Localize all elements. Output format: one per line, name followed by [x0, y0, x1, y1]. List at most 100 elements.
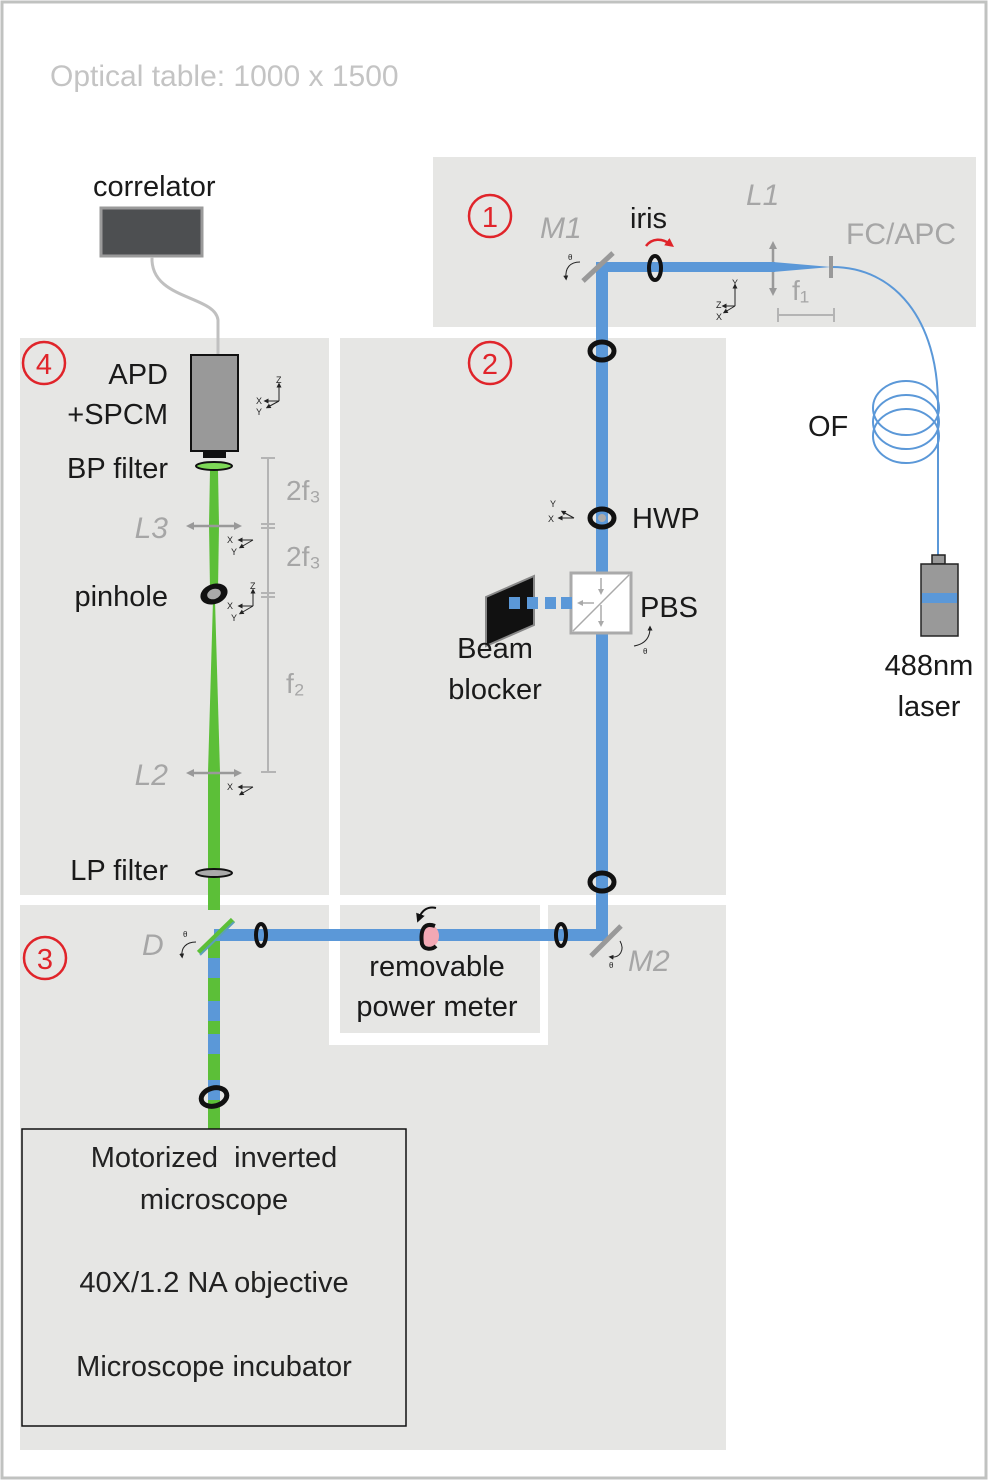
svg-text:θ: θ: [568, 253, 573, 262]
svg-text:θ: θ: [183, 930, 188, 939]
section-marker-1: 1: [467, 193, 513, 239]
beam-blocker-label-2: blocker: [448, 674, 542, 706]
dichroic-rotation-icon: θ: [179, 930, 197, 959]
microscope-line-1: Motorized inverted: [91, 1142, 338, 1174]
l2-label: L2: [135, 759, 169, 792]
m1-rotation-icon: θ: [563, 253, 581, 281]
axes-icon-l2: X: [227, 782, 254, 796]
power-meter-rotation-arrow: [416, 906, 437, 923]
m1-label: M1: [540, 212, 582, 245]
iris-near-m2: [554, 922, 568, 948]
lp-filter-label: LP filter: [70, 855, 168, 887]
microscope-box: [21, 1128, 407, 1427]
axes-icon-hwp: Y X: [548, 499, 575, 524]
beam-blocker-label-1: Beam: [457, 633, 533, 665]
dichroic-label: D: [142, 929, 164, 962]
m1-mirror: [581, 251, 615, 283]
microscope-objective: 40X/1.2 NA objective: [79, 1267, 348, 1299]
svg-text:2: 2: [482, 349, 498, 381]
svg-text:X: X: [256, 396, 262, 406]
power-meter-icon: [419, 923, 439, 951]
emission-beam-focus-l3: [209, 470, 219, 590]
laser-icon: [920, 554, 959, 637]
m2-mirror: [589, 924, 623, 958]
iris-near-dichroic: [254, 922, 268, 948]
dimension-ruler: [261, 457, 276, 773]
f1-label: f₁: [792, 275, 809, 306]
svg-text:1: 1: [482, 202, 498, 234]
svg-text:Y: Y: [550, 499, 556, 509]
microscope-line-2: microscope: [140, 1184, 288, 1216]
pbs-label: PBS: [640, 592, 698, 624]
emission-beam-d-to-lp: [208, 880, 220, 910]
fc-apc-label: FC/APC: [846, 218, 956, 251]
iris-rotation-arrow: [645, 238, 675, 247]
svg-text:θ: θ: [643, 647, 648, 656]
bp-filter-label: BP filter: [67, 453, 168, 485]
iris-icon: [647, 254, 663, 282]
svg-text:Y: Y: [231, 547, 237, 557]
section-marker-3: 3: [22, 935, 68, 981]
dim-f2: f₂: [286, 668, 305, 699]
section-marker-4: 4: [21, 340, 67, 386]
svg-text:Z: Z: [716, 300, 722, 310]
axes-icon-l1: Y Z X: [716, 278, 738, 322]
hwp-label: HWP: [632, 503, 700, 535]
apd-window: [203, 451, 226, 458]
l3-label: L3: [135, 512, 169, 545]
hwp-icon: [587, 506, 617, 530]
axes-icon-pinhole: Z X Y: [227, 581, 256, 623]
svg-text:X: X: [548, 514, 554, 524]
pbs-cube: [569, 571, 633, 635]
laser-label-1: 488nm: [885, 650, 974, 682]
apd-detector: [190, 354, 239, 452]
combined-beam: [208, 941, 220, 1129]
table-title: Optical table: 1000 x 1500: [50, 60, 399, 93]
hwp-center: [598, 514, 606, 522]
svg-text:Z: Z: [276, 375, 282, 385]
pinhole-icon: [200, 583, 228, 605]
svg-text:X: X: [716, 312, 722, 322]
bp-filter: [195, 461, 233, 471]
svg-text:Y: Y: [256, 407, 262, 417]
correlator-cable: [150, 256, 220, 355]
rejected-beam: [509, 597, 572, 609]
section-1-panel: [433, 157, 976, 327]
dim-2f3-upper: 2f₃: [286, 475, 321, 506]
axes-icon-apd: Z X Y: [256, 375, 282, 417]
lp-filter: [195, 868, 233, 878]
m2-rotation-icon: θ: [608, 940, 623, 970]
axes-icon-l3: X Y: [227, 535, 254, 557]
f1-dimension: [777, 308, 835, 322]
pinhole-label: pinhole: [74, 581, 168, 613]
svg-text:Y: Y: [231, 613, 237, 623]
dichroic-mirror: [196, 917, 236, 956]
svg-text:θ: θ: [609, 961, 614, 970]
section-marker-2: 2: [467, 340, 513, 386]
iris-section2-bottom: [587, 870, 617, 894]
dim-2f3-lower: 2f₃: [286, 541, 321, 572]
svg-text:Z: Z: [250, 581, 256, 591]
pbs-rotation-icon: θ: [633, 625, 653, 656]
svg-text:X: X: [227, 601, 233, 611]
beam-blocker: [485, 574, 535, 648]
correlator-label: correlator: [93, 171, 216, 203]
svg-text:X: X: [227, 535, 233, 545]
emission-beam-l2-pinhole: [208, 600, 220, 905]
fiber-coil: [872, 380, 940, 464]
power-meter-panel: [340, 905, 540, 1033]
l1-label: L1: [746, 179, 779, 212]
svg-text:4: 4: [36, 349, 52, 381]
laser-label-2: laser: [898, 691, 961, 723]
microscope-incubator: Microscope incubator: [76, 1351, 352, 1383]
correlator-device: [99, 206, 204, 258]
of-label: OF: [808, 411, 848, 443]
iris-label: iris: [630, 203, 667, 235]
apd-label-1: APD: [108, 359, 168, 391]
power-meter-label-2: power meter: [356, 991, 518, 1023]
apd-label-2: +SPCM: [67, 399, 168, 431]
section-4-panel: [20, 338, 329, 895]
power-meter-label-1: removable: [369, 951, 504, 983]
optical-fiber: [831, 266, 939, 555]
